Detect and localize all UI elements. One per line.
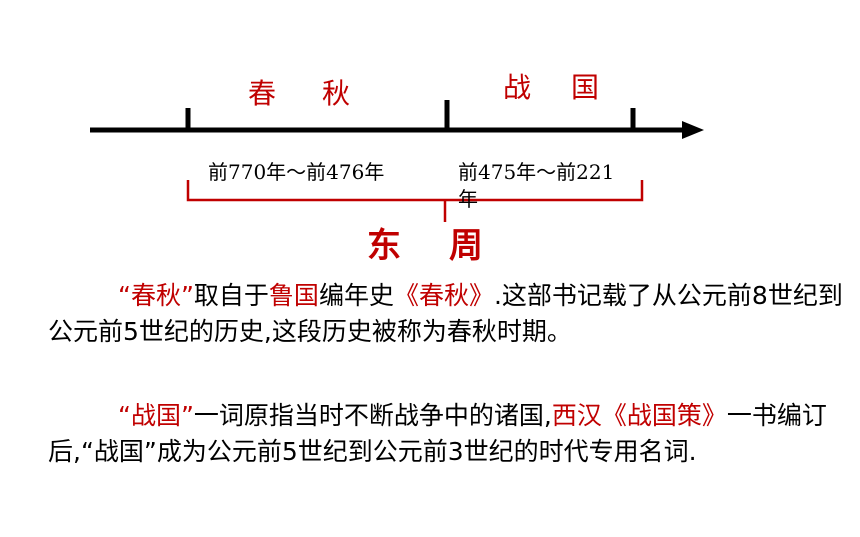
period-chunqiu-char-1: 春 <box>248 77 281 110</box>
dongzhou-char-1: 东 <box>367 226 401 266</box>
text-segment: 一词原指当时不断战争中的诸国, <box>193 401 552 430</box>
highlight-luguo: 鲁国 <box>268 281 319 310</box>
paragraph-zhanguo: “战国”一词原指当时不断战争中的诸国,西汉《战国策》一书编订后,“战国”成为公元… <box>48 398 848 470</box>
period-zhanguo-char-1: 战 <box>503 71 536 104</box>
date-range-chunqiu: 前770年～前476年 <box>208 160 385 184</box>
text-segment: 取自于 <box>193 281 269 310</box>
paragraph-chunqiu: “春秋”取自于鲁国编年史《春秋》.这部书记载了从公元前8世纪到公元前5世纪的历史… <box>48 278 848 350</box>
period-zhanguo-char-2: 国 <box>571 71 604 104</box>
date-range-zhanguo: 前475年～前221 <box>458 160 615 184</box>
text-segment: 一书编订后,“战国”成为公元前5世纪到公元前3世纪的时代专用名词. <box>48 401 827 466</box>
period-chunqiu-char-2: 秋 <box>322 77 355 110</box>
period-label-zhanguo: 战国 <box>503 66 603 106</box>
text-segment: .这部书记载了从公元前8世纪到公元前5世纪的历史,这段历史被称为春秋时期。 <box>48 281 843 346</box>
dongzhou-bracket <box>186 180 644 202</box>
dongzhou-char-2: 周 <box>449 226 483 266</box>
timeline-arrowhead <box>682 121 704 139</box>
term-chunqiu: “春秋” <box>118 281 194 310</box>
label-dongzhou: 东周 <box>367 218 483 267</box>
text-segment: 编年史 <box>318 281 394 310</box>
date-range-zhanguo-suffix: 年 <box>458 187 478 211</box>
period-label-chunqiu: 春秋 <box>248 72 354 112</box>
highlight-zhanguoce: 西汉《战国策》 <box>551 401 727 430</box>
highlight-chunqiu-book: 《春秋》 <box>393 281 494 310</box>
term-zhanguo: “战国” <box>118 401 194 430</box>
